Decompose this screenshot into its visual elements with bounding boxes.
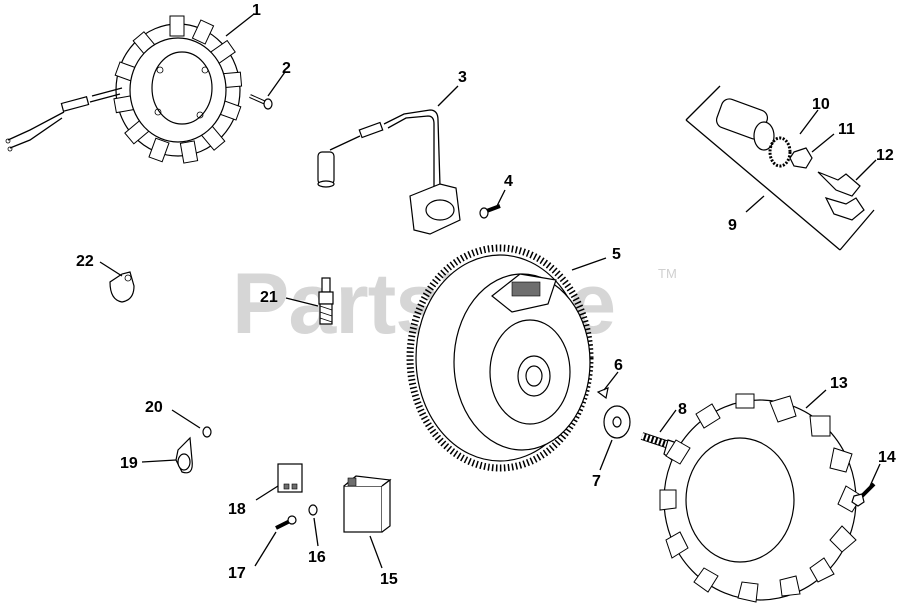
part-rectifier-regulator[interactable]	[343, 475, 392, 533]
part-washer-16[interactable]	[308, 504, 318, 516]
callout-7[interactable]: 7	[592, 473, 601, 490]
callout-16[interactable]: 16	[308, 549, 326, 566]
callout-4[interactable]: 4	[504, 173, 513, 190]
part-fan[interactable]	[659, 393, 863, 603]
part-key-switch-assembly[interactable]	[685, 85, 875, 251]
callout-10[interactable]: 10	[812, 96, 830, 113]
part-key-6[interactable]	[596, 387, 609, 400]
leader-lines	[99, 13, 881, 569]
callout-9[interactable]: 9	[728, 217, 737, 234]
callout-3[interactable]: 3	[458, 69, 467, 86]
part-spark-plug[interactable]	[318, 277, 334, 325]
part-clamp-22[interactable]	[109, 271, 135, 303]
callout-11[interactable]: 11	[838, 121, 855, 138]
part-washer-7[interactable]	[603, 405, 631, 439]
callout-22[interactable]: 22	[76, 253, 94, 270]
callout-labels: 1 2 3 4 5 6 7 8 9 10 11 12 13 14 15 16 1…	[76, 2, 896, 588]
callout-1[interactable]: 1	[252, 2, 261, 19]
callout-2[interactable]: 2	[282, 60, 291, 77]
callout-13[interactable]: 13	[830, 375, 848, 392]
part-washer-20[interactable]	[202, 426, 212, 438]
callout-18[interactable]: 18	[228, 501, 246, 518]
part-screw-14[interactable]	[851, 482, 876, 507]
part-screw-2[interactable]	[249, 94, 273, 110]
callout-17[interactable]: 17	[228, 565, 246, 582]
part-flywheel[interactable]	[406, 244, 594, 472]
part-screw-4[interactable]	[479, 204, 501, 219]
callout-6[interactable]: 6	[614, 357, 623, 374]
callout-19[interactable]: 19	[120, 455, 138, 472]
callout-12[interactable]: 12	[876, 147, 894, 164]
part-screw-17[interactable]	[275, 515, 297, 530]
callout-8[interactable]: 8	[678, 401, 687, 418]
part-ignition-coil[interactable]	[317, 109, 461, 235]
part-connector[interactable]	[277, 463, 303, 493]
part-stator[interactable]	[5, 15, 243, 164]
callout-21[interactable]: 21	[260, 289, 278, 306]
callout-15[interactable]: 15	[380, 571, 398, 588]
callout-20[interactable]: 20	[145, 399, 163, 416]
watermark-trademark: TM	[658, 266, 677, 281]
callout-5[interactable]: 5	[612, 246, 621, 263]
part-clip-19[interactable]	[175, 436, 193, 474]
callout-14[interactable]: 14	[878, 449, 896, 466]
